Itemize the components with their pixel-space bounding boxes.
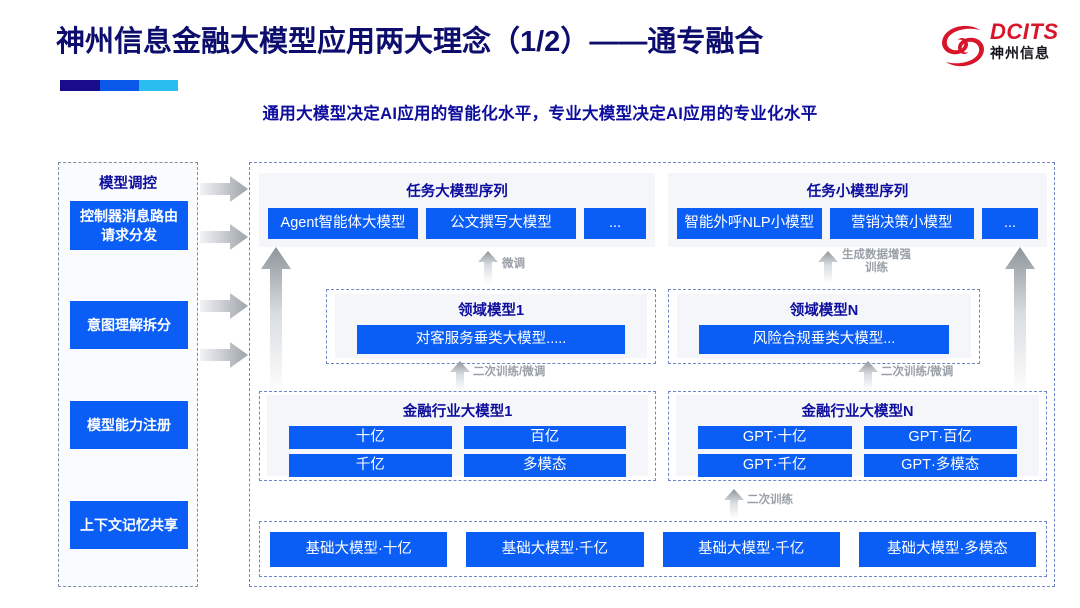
base-model-group: 基础大模型·十亿 基础大模型·千亿 基础大模型·千亿 基础大模型·多模态 <box>259 521 1047 577</box>
chip-customer-service-vertical-model[interactable]: 对客服务垂类大模型..... <box>357 325 625 354</box>
sidebar-arrow-right-icon-2 <box>200 224 248 250</box>
cell-modeln-gpt-hundred-billion[interactable]: GPT·千亿 <box>698 454 852 477</box>
arrow-label-retrain-bottom: 二次训练 <box>747 494 793 506</box>
chip-document-writing-model[interactable]: 公文撰写大模型 <box>426 208 576 239</box>
cell-modeln-gpt-multimodal[interactable]: GPT·多模态 <box>863 454 1017 477</box>
task-large-model-sequence-title: 任务大模型序列 <box>406 184 508 200</box>
sidebar-title: 模型调控 <box>99 176 157 192</box>
arrow-label-retrain-finetune-left: 二次训练/微调 <box>473 366 546 378</box>
sidebar-item-capability-registry[interactable]: 模型能力注册 <box>70 401 188 449</box>
cell-base-billion[interactable]: 基础大模型·十亿 <box>270 532 448 567</box>
accent-segment-2 <box>100 80 140 91</box>
page-title: 神州信息金融大模型应用两大理念（1/2）——通专融合 <box>56 26 764 58</box>
arrow-up-retrain-right-icon <box>858 361 878 391</box>
task-small-model-sequence: 任务小模型序列 智能外呼NLP小模型 营销决策小模型 ... <box>668 173 1047 247</box>
domain-model-1-inner: 领域模型1 对客服务垂类大模型..... <box>335 294 647 358</box>
cell-model1-billion[interactable]: 十亿 <box>289 426 452 449</box>
arrow-up-finetune-left-icon <box>478 251 498 283</box>
page-subtitle: 通用大模型决定AI应用的智能化水平，专业大模型决定AI应用的专业化水平 <box>262 105 818 123</box>
chip-more-large-models[interactable]: ... <box>584 208 646 239</box>
finance-industry-model-n-inner: 金融行业大模型N GPT·十亿 GPT·百亿 GPT·千亿 GPT·多模态 <box>676 395 1039 477</box>
chip-outbound-nlp-small-model[interactable]: 智能外呼NLP小模型 <box>677 208 822 239</box>
finance-industry-model-n-title: 金融行业大模型N <box>801 404 914 420</box>
sidebar-arrow-right-icon-1 <box>200 176 248 202</box>
cell-model1-ten-billion[interactable]: 百亿 <box>463 426 626 449</box>
accent-segment-3 <box>139 80 178 91</box>
arrow-up-tall-left-icon <box>261 247 291 395</box>
cell-modeln-gpt-billion[interactable]: GPT·十亿 <box>698 426 852 449</box>
domain-model-n-inner: 领域模型N 风险合规垂类大模型... <box>677 294 971 358</box>
chip-risk-compliance-vertical-model[interactable]: 风险合规垂类大模型... <box>699 325 949 354</box>
arrow-up-retrain-bottom-icon <box>724 489 744 519</box>
cell-model1-hundred-billion[interactable]: 千亿 <box>289 454 452 477</box>
finance-industry-model-1-grid: 十亿 百亿 千亿 多模态 <box>289 426 626 477</box>
cell-base-hundred-billion-2[interactable]: 基础大模型·千亿 <box>662 532 840 567</box>
chip-more-small-models[interactable]: ... <box>982 208 1038 239</box>
arrow-up-retrain-left-icon <box>450 361 470 391</box>
company-logo: DCITS 神州信息 <box>940 20 1070 72</box>
finance-industry-model-n-group: 金融行业大模型N GPT·十亿 GPT·百亿 GPT·千亿 GPT·多模态 <box>668 391 1047 481</box>
task-small-model-chip-row: 智能外呼NLP小模型 营销决策小模型 ... <box>677 208 1038 239</box>
sidebar-item-controller-routing[interactable]: 控制器消息路由请求分发 <box>70 201 188 250</box>
cell-model1-multimodal[interactable]: 多模态 <box>463 454 626 477</box>
accent-bar <box>60 80 178 91</box>
finance-industry-model-1-title: 金融行业大模型1 <box>402 404 513 420</box>
cell-base-hundred-billion-1[interactable]: 基础大模型·千亿 <box>466 532 644 567</box>
model-control-sidebar: 模型调控 控制器消息路由请求分发 意图理解拆分 模型能力注册 上下文记忆共享 <box>58 162 198 587</box>
finance-industry-model-n-grid: GPT·十亿 GPT·百亿 GPT·千亿 GPT·多模态 <box>698 426 1017 477</box>
arrow-label-finetune-left: 微调 <box>502 258 525 270</box>
cell-base-multimodal[interactable]: 基础大模型·多模态 <box>858 532 1036 567</box>
sidebar-item-context-memory[interactable]: 上下文记忆共享 <box>70 501 188 549</box>
cell-modeln-gpt-ten-billion[interactable]: GPT·百亿 <box>863 426 1017 449</box>
finance-industry-model-1-inner: 金融行业大模型1 十亿 百亿 千亿 多模态 <box>267 395 648 477</box>
domain-model-1-title: 领域模型1 <box>457 303 525 319</box>
accent-segment-1 <box>60 80 101 91</box>
domain-model-n-title: 领域模型N <box>789 303 859 319</box>
base-model-row: 基础大模型·十亿 基础大模型·千亿 基础大模型·千亿 基础大模型·多模态 <box>270 532 1036 567</box>
sidebar-item-intent-parsing[interactable]: 意图理解拆分 <box>70 301 188 349</box>
dcits-swirl-icon <box>942 25 984 67</box>
task-large-model-chip-row: Agent智能体大模型 公文撰写大模型 ... <box>268 208 646 239</box>
task-large-model-sequence: 任务大模型序列 Agent智能体大模型 公文撰写大模型 ... <box>259 173 655 247</box>
arrow-label-data-augment-line1: 生成数据增强 <box>842 249 911 261</box>
sidebar-arrow-right-icon-4 <box>200 342 248 368</box>
task-small-model-sequence-title: 任务小模型序列 <box>806 184 909 200</box>
finance-industry-model-1-group: 金融行业大模型1 十亿 百亿 千亿 多模态 <box>259 391 656 481</box>
arrow-up-data-augment-icon <box>818 251 838 283</box>
logo-text: DCITS 神州信息 <box>990 21 1059 62</box>
arrow-label-data-augment-line2: 训练 <box>865 262 888 274</box>
chip-agent-large-model[interactable]: Agent智能体大模型 <box>268 208 418 239</box>
domain-model-1-group: 领域模型1 对客服务垂类大模型..... <box>326 289 656 364</box>
logo-en-text: DCITS <box>990 19 1059 44</box>
arrow-label-data-augment: 生成数据增强 训练 <box>842 249 911 275</box>
logo-cn-text: 神州信息 <box>990 45 1050 61</box>
arrow-up-tall-right-icon <box>1005 247 1035 395</box>
arrow-label-retrain-finetune-right: 二次训练/微调 <box>881 366 954 378</box>
model-architecture-panel: 任务大模型序列 Agent智能体大模型 公文撰写大模型 ... 任务小模型序列 … <box>249 162 1055 587</box>
domain-model-n-group: 领域模型N 风险合规垂类大模型... <box>668 289 980 364</box>
chip-marketing-decision-small-model[interactable]: 营销决策小模型 <box>829 208 974 239</box>
sidebar-arrow-right-icon-3 <box>200 293 248 319</box>
